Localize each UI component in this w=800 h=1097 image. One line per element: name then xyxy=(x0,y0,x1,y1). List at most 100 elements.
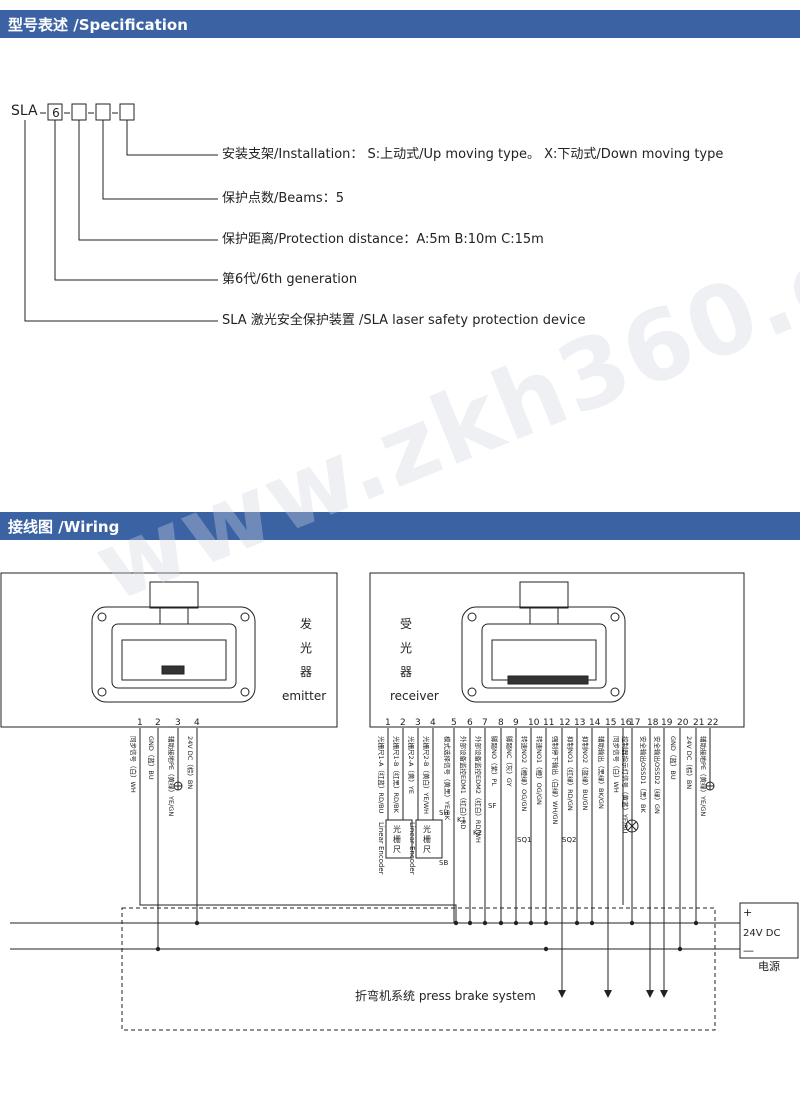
emitter-cn-2: 光 xyxy=(300,641,312,655)
receiver-pin-label: 控制器指示灯信号（黄蓝）YE/BU xyxy=(621,736,630,834)
receiver-pin-number: 10 xyxy=(528,718,540,728)
receiver-pin-number: 9 xyxy=(513,718,519,728)
spec-item-distance: 保护距离/Protection distance：A:5m B:10m C:15… xyxy=(222,232,544,247)
switch-sb-label: SB xyxy=(439,859,448,867)
receiver-pin-label: 辅助输出（黑绿）BK/GN xyxy=(597,736,606,809)
wiring-svg: 发 光 器 emitter 受 光 器 receiver 24V DC + — … xyxy=(0,572,799,1031)
receiver-pin-label: 光栅尺2-A（黄）YE xyxy=(407,736,416,794)
receiver-pin-number: 12 xyxy=(559,718,570,728)
emitter-pin-number: 4 xyxy=(194,718,200,728)
code-box-beams xyxy=(95,103,111,121)
receiver-pin-label: 安全输出OSSD1（黑）BK xyxy=(639,736,648,813)
emitter-pins: 1同步信号（白）WH2GND（蓝）BU3辅助接地PE（黄绿）YE/GN424V … xyxy=(129,718,200,816)
receiver-pin-label: 转速NO2（橙绿）OG/GN xyxy=(520,736,529,811)
receiver-device-icon xyxy=(461,581,626,703)
receiver-cn-1: 受 xyxy=(400,617,412,631)
receiver-en: receiver xyxy=(390,689,439,703)
code-box1-text: 6 xyxy=(52,106,60,120)
receiver-pin-number: 11 xyxy=(543,718,554,728)
spec-item-device: SLA 激光安全保护装置 /SLA laser safety protectio… xyxy=(222,313,586,328)
power-plus: + xyxy=(743,906,752,919)
power-minus: — xyxy=(743,944,754,957)
receiver-pin-number: 13 xyxy=(574,718,585,728)
emitter-pin-number: 2 xyxy=(155,718,161,728)
power-supply-box xyxy=(739,902,799,959)
receiver-pin-number: 15 xyxy=(605,718,616,728)
emitter-pin-label: GND（蓝）BU xyxy=(147,736,156,780)
switch-sf-label: SF xyxy=(488,802,496,810)
receiver-pin-label: 模式选择信号（黄黑）YE/BK xyxy=(443,736,452,821)
receiver-pin-label: 光栅尺2-B（黄白）YE/WH xyxy=(422,736,431,814)
receiver-pin-label: 安全输出OSSD2（绿）GN xyxy=(653,736,662,814)
receiver-pins: 1光栅尺1-A（红蓝）RD/BU2光栅尺1-B（红黑）RD/BK3光栅尺2-A（… xyxy=(377,718,718,843)
enc2-t3: 尺 xyxy=(423,845,431,854)
enc1-t3: 尺 xyxy=(393,845,401,854)
power-label: 24V DC xyxy=(743,928,780,939)
receiver-pin-label: 抑制NO1（红绿）RD/GN xyxy=(566,736,575,811)
receiver-pin-number: 21 xyxy=(693,718,704,728)
power-cn: 电源 xyxy=(758,959,780,973)
press-brake-box xyxy=(121,907,716,1031)
code-box-install xyxy=(119,103,135,121)
emitter-en: emitter xyxy=(282,689,326,703)
switch-sq2-label: SQ2 xyxy=(562,836,576,844)
code-prefix: SLA xyxy=(11,103,38,119)
receiver-pin-number: 17 xyxy=(629,718,640,728)
receiver-cn-2: 光 xyxy=(400,641,412,655)
switch-sh-label: SH xyxy=(439,809,449,817)
spec-item-beams: 保护点数/Beams：5 xyxy=(222,191,344,206)
receiver-pin-number: 8 xyxy=(498,718,504,728)
emitter-box xyxy=(0,572,338,728)
wiring-diagram: 发 光 器 emitter 受 光 器 receiver 24V DC + — … xyxy=(0,560,800,1090)
receiver-pin-number: 20 xyxy=(677,718,689,728)
spec-item-generation: 第6代/6th generation xyxy=(222,272,358,287)
receiver-pin-number: 16 xyxy=(620,718,632,728)
receiver-pin-number: 4 xyxy=(430,718,436,728)
receiver-pin-label: 转速NO1（橙）OG/GN xyxy=(535,736,544,805)
spec-section-header: 型号表述 /Specification xyxy=(0,10,800,38)
ground-icon xyxy=(173,781,715,791)
emitter-cn-3: 器 xyxy=(300,665,312,679)
enc1-t1: 光 xyxy=(393,824,401,834)
receiver-pin-label: 脚踏NC（灰）GY xyxy=(505,736,514,787)
wiring-section-header: 接线图 /Wiring xyxy=(0,512,800,540)
encoder-box-2 xyxy=(415,819,443,859)
switch-k1-label: K1 xyxy=(457,816,466,824)
emitter-device-icon xyxy=(91,581,256,703)
switch-sq1-label: SQ1 xyxy=(517,836,531,844)
receiver-pin-label: GND（蓝）BU xyxy=(669,736,678,780)
receiver-pin-number: 18 xyxy=(647,718,659,728)
receiver-pin-label: 辅助接地PE（黄绿）YE/GN xyxy=(699,736,708,816)
receiver-pin-label: 同步信号（白）WH xyxy=(612,736,621,793)
indicator-lamp-icon xyxy=(625,819,639,833)
linear-encoder-label-2: Linear Encoder xyxy=(408,822,416,875)
receiver-pin-number: 22 xyxy=(707,718,718,728)
encoder-box-1 xyxy=(385,819,413,859)
enc2-t2: 栅 xyxy=(423,834,431,844)
receiver-pin-number: 5 xyxy=(451,718,457,728)
receiver-pin-number: 1 xyxy=(385,718,391,728)
spec-code: SLA xyxy=(11,103,38,119)
receiver-pin-label: 24V DC（棕）BN xyxy=(685,736,694,789)
emitter-pin-label: 同步信号（白）WH xyxy=(129,736,138,793)
emitter-pin-label: 24V DC（棕）BN xyxy=(186,736,195,789)
emitter-pin-number: 1 xyxy=(137,718,143,728)
receiver-pin-label: 光栅尺1-A（红蓝）RD/BU xyxy=(377,736,386,814)
receiver-pin-label: 外部设备监控EDM1（红白）RD xyxy=(459,736,468,829)
receiver-box xyxy=(369,572,745,728)
switch-k2-label: K2 xyxy=(473,829,482,837)
receiver-pin-number: 2 xyxy=(400,718,406,728)
emitter-pin-number: 3 xyxy=(175,718,181,728)
junction-dots xyxy=(155,920,699,952)
enc2-t1: 光 xyxy=(423,824,431,834)
spec-lines xyxy=(24,103,218,322)
spec-item-installation: 安装支架/Installation： S:上动式/Up moving type。… xyxy=(222,147,724,162)
enc1-t2: 栅 xyxy=(393,834,401,844)
receiver-pin-number: 14 xyxy=(589,718,601,728)
press-brake-label: 折弯机系统 press brake system xyxy=(355,988,536,1003)
receiver-cn-3: 器 xyxy=(400,665,412,679)
receiver-pin-label: 光栅尺1-B（红黑）RD/BK xyxy=(392,736,401,814)
linear-encoder-label-1: Linear Encoder xyxy=(377,822,385,875)
receiver-pin-label: 抑制NO2（蓝绿）BU/GN xyxy=(581,736,590,811)
code-box-distance xyxy=(71,103,87,121)
